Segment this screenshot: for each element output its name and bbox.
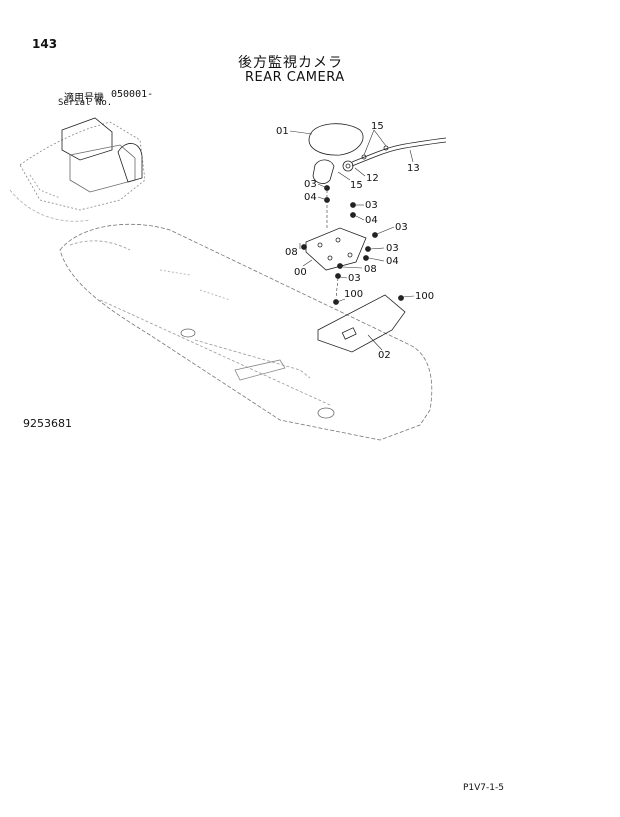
callout-03-a: 03: [304, 179, 317, 190]
camera-cover-part: [308, 123, 364, 156]
callout-08-b: 08: [364, 264, 377, 275]
machine-overview-drawing: [9, 117, 433, 441]
page-title-english: REAR CAMERA: [245, 70, 345, 85]
page-code: P1V7-1-5: [463, 783, 504, 793]
callout-08-a: 08: [285, 247, 298, 258]
callout-03-b: 03: [365, 200, 378, 211]
page-title-japanese: 後方監視カメラ: [238, 55, 343, 71]
applicability-label: 適用号機: [64, 93, 104, 104]
callout-03-e: 03: [348, 273, 361, 284]
callout-03-c: 03: [395, 222, 408, 233]
callout-100-right: 100: [415, 291, 434, 302]
serial-range-value: 050001-: [111, 89, 154, 100]
serial-number-label: Serial No.: [58, 98, 113, 108]
callout-01: 01: [276, 126, 289, 137]
camera-unit-part: [312, 159, 335, 184]
camera-cable-part: [351, 137, 447, 163]
callout-03-d: 03: [386, 243, 399, 254]
callout-02: 02: [378, 350, 391, 361]
drawing-number: 9253681: [23, 417, 72, 430]
callout-04-b: 04: [365, 215, 378, 226]
callout-15-top: 15: [371, 121, 384, 132]
callout-15-lower: 15: [350, 180, 363, 191]
callout-100-left: 100: [344, 289, 363, 300]
page-number: 143: [32, 37, 58, 51]
callout-04-c: 04: [386, 256, 399, 267]
callout-13: 13: [407, 163, 420, 174]
mounting-plate-part: [317, 294, 406, 353]
callout-12: 12: [366, 173, 379, 184]
callout-00: 00: [294, 267, 307, 278]
camera-bracket-part: [305, 227, 367, 271]
callout-04-a: 04: [304, 192, 317, 203]
